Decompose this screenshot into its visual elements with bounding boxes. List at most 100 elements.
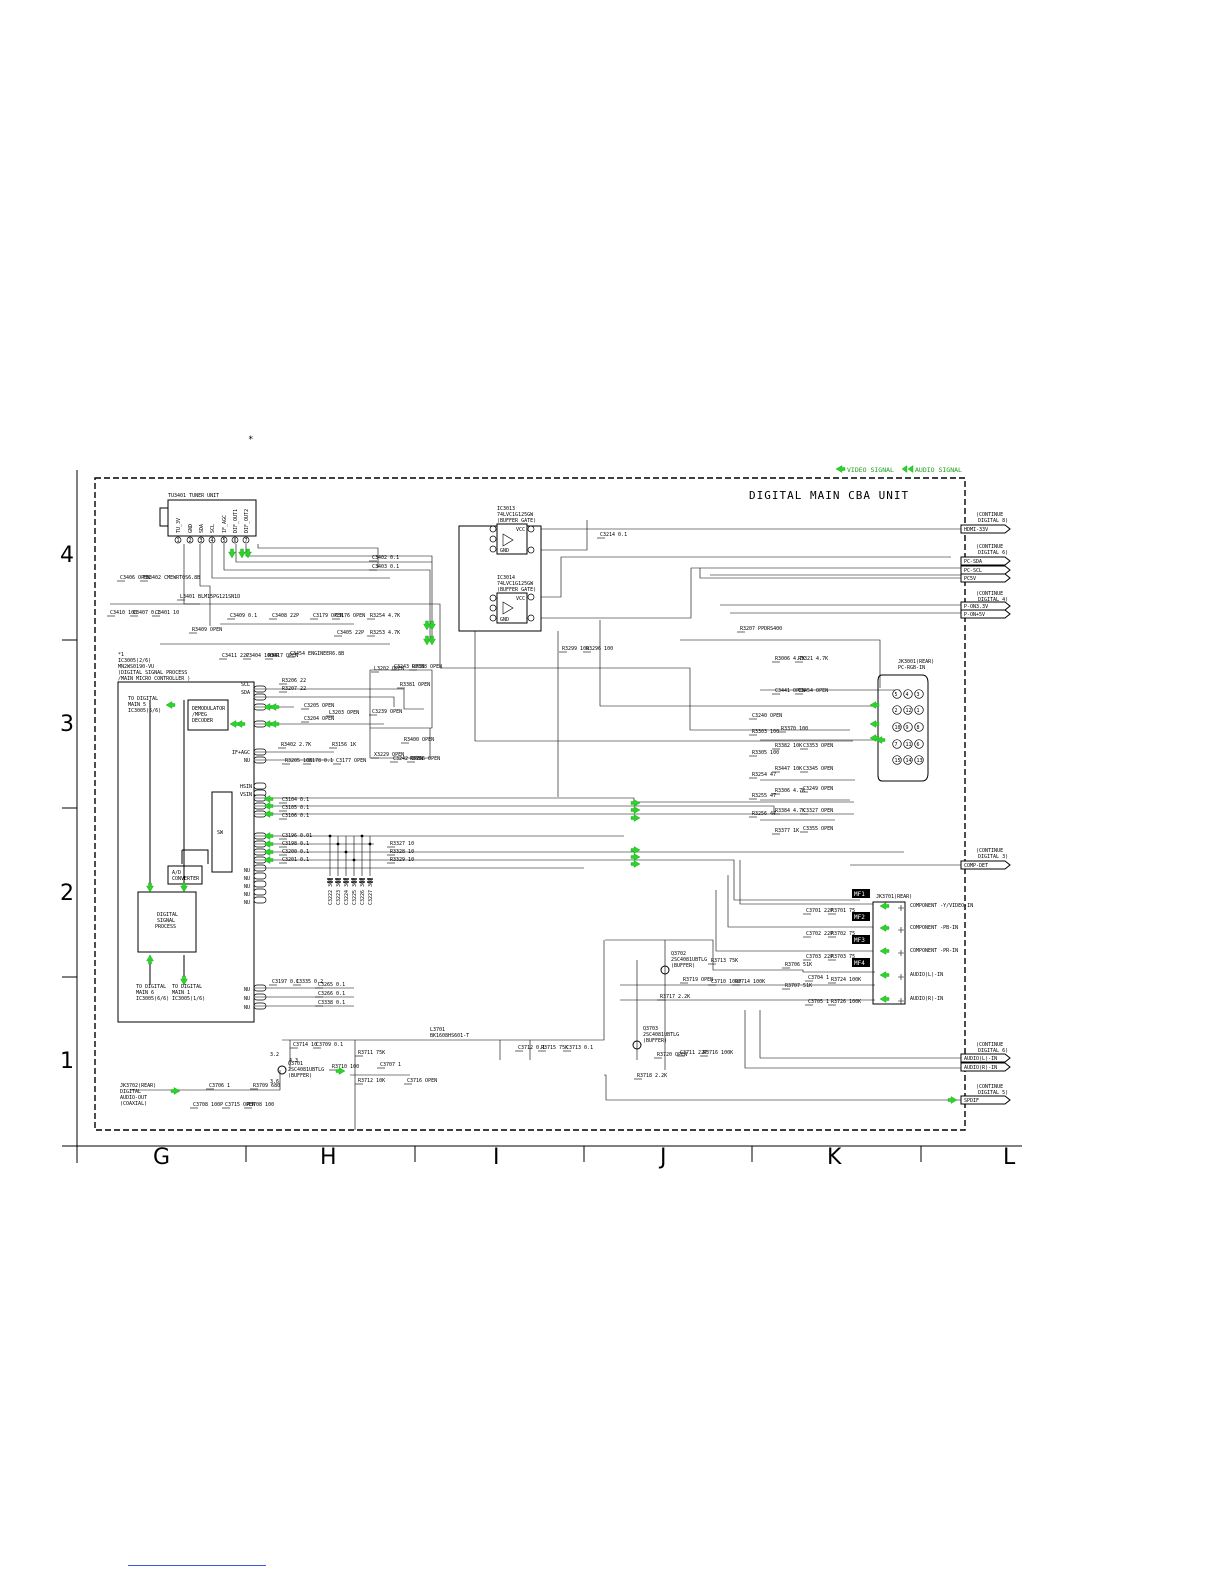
- svg-text:MAIN 6: MAIN 6: [136, 990, 154, 996]
- output-continue-label: DIGITAL 6): [978, 550, 1008, 556]
- r3255-label: R3255 47: [752, 793, 776, 799]
- output-signal-label: COMP-DET: [964, 863, 988, 869]
- r3726-label: R3726 100K: [831, 999, 861, 1005]
- signal-arrow-icon: [238, 548, 246, 559]
- svg-text:MAIN 1: MAIN 1: [172, 990, 190, 996]
- ic3005-ref: IC3005(2/6): [118, 658, 151, 664]
- r3711-label: R3711 75K: [358, 1050, 385, 1056]
- output-signal-label: P-ON3.3V: [964, 604, 988, 610]
- board-title: DIGITAL MAIN CBA UNIT: [749, 489, 909, 502]
- r3712-label: R3712 10K: [358, 1078, 385, 1084]
- tuner-pin-number: 1: [177, 538, 180, 544]
- bus-cap-label: C3223 30P: [336, 878, 342, 905]
- signal-arrow-icon: [879, 995, 890, 1003]
- dsub-pin: [903, 722, 913, 732]
- mf-flag-label: MF1: [854, 891, 865, 898]
- jack-contact: [898, 927, 904, 933]
- mf-flag-label: MF4: [854, 960, 865, 967]
- c3714-label: C3714 10: [293, 1042, 317, 1048]
- r3708-label: R3708 100: [247, 1102, 274, 1108]
- r3299-label: R3299 100: [562, 646, 589, 652]
- c3401-label: C3401 10: [155, 610, 179, 616]
- mf-flag-1: [852, 889, 870, 898]
- output-continue-label: (CONTINUE: [976, 1042, 1003, 1048]
- dsub-pin: [903, 705, 913, 715]
- tuner-pin: [242, 536, 250, 544]
- c3240-label: C3240 OPEN: [752, 713, 782, 719]
- svg-text:Q3701: Q3701: [288, 1061, 303, 1067]
- signal-arrow-icon: [630, 799, 641, 807]
- tuner-pin-label: DIF_OUT1: [233, 509, 239, 533]
- tuner-pin-label: SCL: [210, 524, 216, 533]
- signal-arrow-icon: [875, 736, 886, 744]
- output-signal-label: PC-SDA: [964, 559, 982, 565]
- dsub-pin: [892, 705, 902, 715]
- ic3005-part: MN2WS0190-VU: [118, 664, 154, 670]
- signal-arrow-icon: [263, 840, 274, 848]
- output-connector: [960, 1095, 1011, 1105]
- r3706-label: R3706 51K: [785, 962, 812, 968]
- jk3702-coax-out: JK3702(REAR) DIGITAL AUDIO-OUT (COAXIAL): [120, 1083, 156, 1107]
- dsub-pin: [892, 739, 902, 749]
- svg-text:PROCESS: PROCESS: [155, 924, 176, 930]
- output-connector: [960, 1053, 1011, 1063]
- ic3005-pin-label: SCL: [241, 682, 250, 688]
- svg-text:CONVERTER: CONVERTER: [172, 876, 200, 882]
- svg-text:(BUFFER): (BUFFER): [643, 1038, 667, 1044]
- mf-flag-3: [852, 935, 870, 944]
- dsub-pin-number: 10: [895, 725, 901, 731]
- dsub-pin: [892, 755, 902, 765]
- r3701-label: R3701 75: [831, 908, 855, 914]
- demodulator-block: [187, 699, 229, 731]
- r3417-label: R3417 OPEN: [268, 653, 298, 659]
- signal-arrow-icon: [879, 947, 890, 955]
- c3249-label: C3249 OPEN: [803, 786, 833, 792]
- r3254b-label: R3254 47: [752, 772, 776, 778]
- signal-arrow-icon: [879, 971, 890, 979]
- tuner-pin-label: GND: [188, 524, 194, 533]
- row-label-3: 3: [60, 712, 74, 737]
- video-signal-arrow-icon: [835, 465, 846, 473]
- dsub-pin-number: 1: [917, 708, 920, 714]
- ic3014-ref: IC3014: [497, 575, 515, 581]
- q3703: Q3703 2SC4081UBTLG (BUFFER): [632, 1026, 679, 1050]
- ic-pin: [489, 525, 497, 533]
- ic3005-pin-label: NU: [244, 876, 250, 882]
- signal-arrow-icon: [165, 701, 176, 709]
- c3266-label: C3266 0.1: [318, 991, 345, 997]
- svg-text:Q3703: Q3703: [643, 1026, 658, 1032]
- ic-pin: [527, 614, 535, 622]
- c3106-label: C3106 0.1: [282, 813, 309, 819]
- ic3014-func: (BUFFER GATE): [497, 587, 536, 593]
- output-continue-label: DIGITAL 5): [978, 1090, 1008, 1096]
- c3405-label: C3405 22P: [337, 630, 364, 636]
- c3706-label: C3706 1: [209, 1083, 230, 1089]
- tuner-pin-label: DIF_OUT2: [244, 509, 250, 533]
- r3388-label: R3388 OPEN: [412, 664, 442, 670]
- dsub-pin-number: 8: [917, 725, 920, 731]
- ic3005-pin-label: NU: [244, 900, 250, 906]
- dsub-pin: [892, 722, 902, 732]
- dsub-pin-number: 14: [906, 758, 912, 764]
- output-continue-label: (CONTINUE: [976, 512, 1003, 518]
- tuner-pin-label: SDA: [199, 524, 205, 533]
- output-connector: [960, 860, 1011, 870]
- dsub-pin-number: 13: [917, 758, 923, 764]
- r3384-label: R3384 4.7K: [775, 808, 805, 814]
- ic3005-pin-label: NU: [244, 996, 250, 1002]
- jack-contact: [898, 998, 904, 1004]
- wiring: [110, 520, 963, 1130]
- svg-text:TO DIGITAL: TO DIGITAL: [172, 984, 202, 990]
- dsub-pin-number: 7: [895, 742, 898, 748]
- svg-text:2SC4081UBTLG: 2SC4081UBTLG: [671, 957, 707, 963]
- svg-text:L3701: L3701: [430, 1027, 445, 1033]
- r3206-label: R3206 22: [282, 678, 306, 684]
- ic-pin: [527, 593, 535, 601]
- r3303-label: R3303 100: [752, 729, 779, 735]
- r3305-label: R3305 100: [752, 750, 779, 756]
- signal-arrow-icon: [879, 902, 890, 910]
- c3335-label: C3335 0.2: [296, 979, 323, 985]
- ic3005-pin-label: SDA: [241, 690, 250, 696]
- jack-contact: [898, 974, 904, 980]
